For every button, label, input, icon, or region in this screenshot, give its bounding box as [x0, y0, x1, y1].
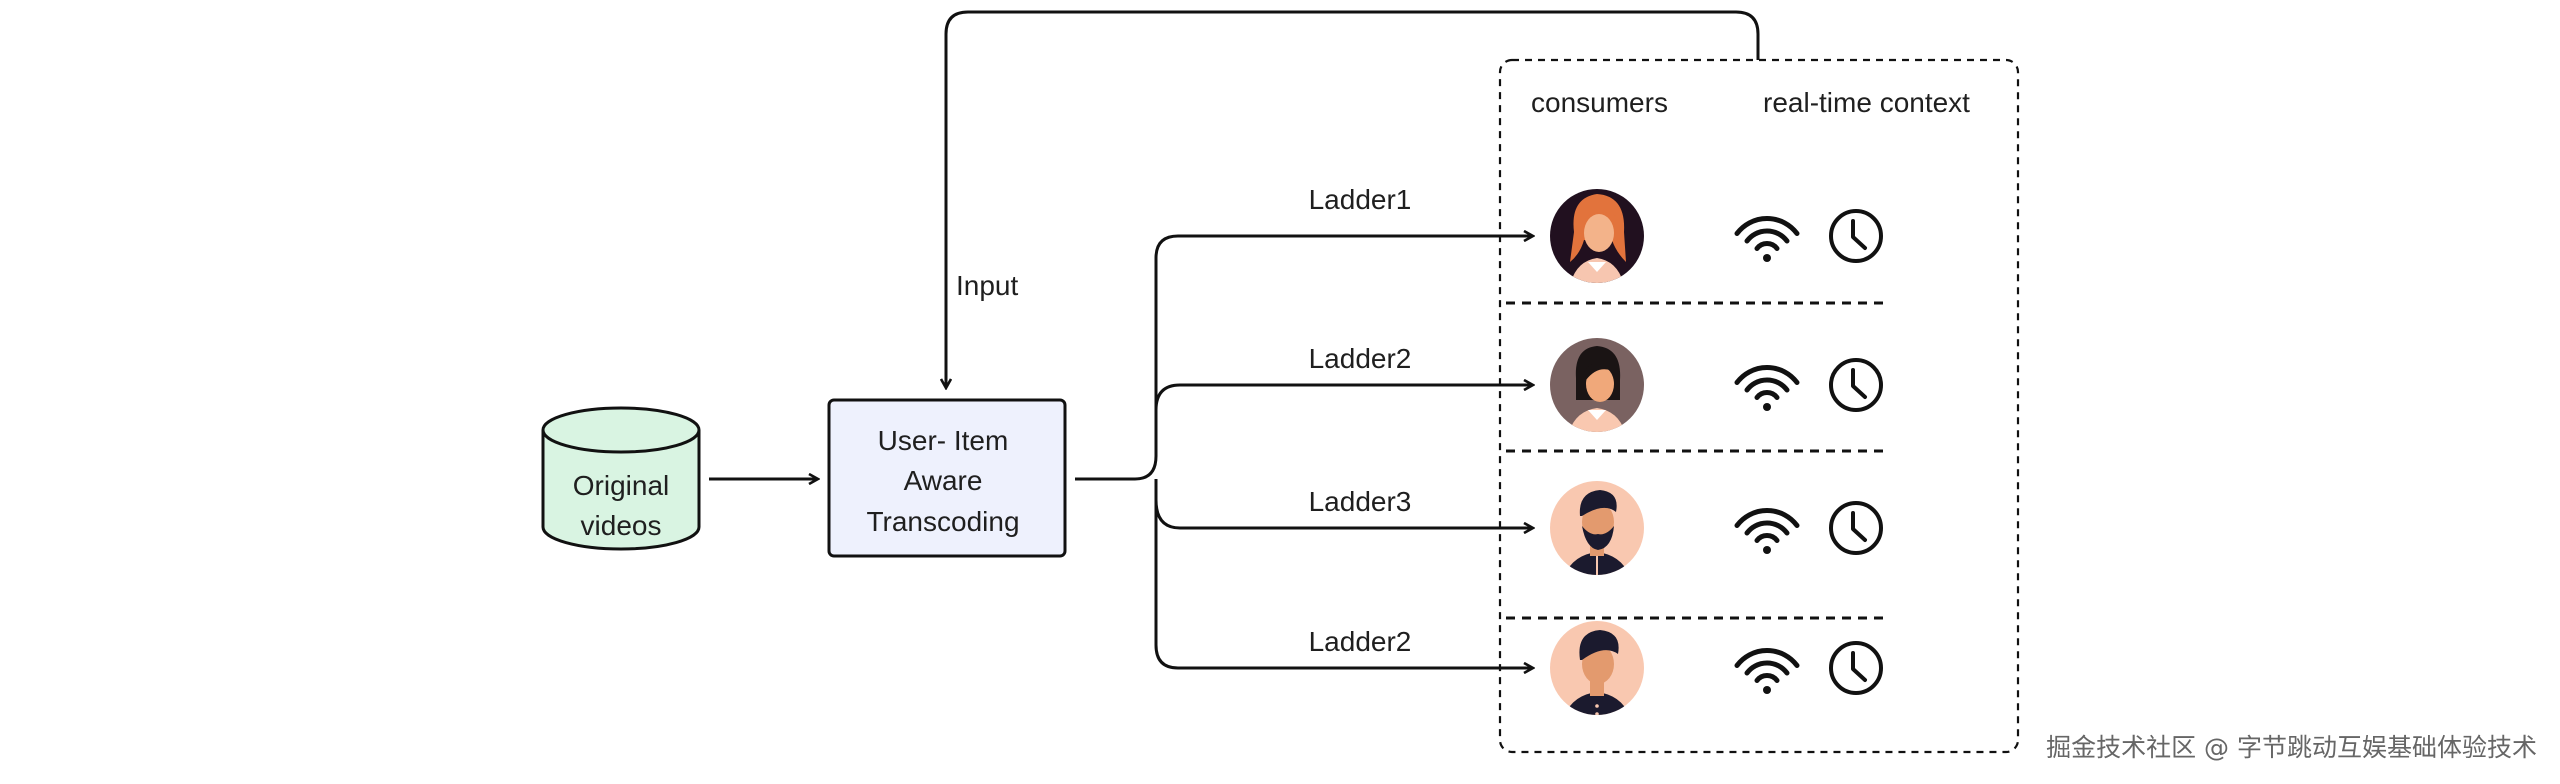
clock-icon: [1829, 641, 1883, 695]
watermark-text: 掘金技术社区 @ 字节跳动互娱基础体验技术: [2046, 733, 2537, 762]
ladder4-arrow: [1154, 479, 1533, 668]
wifi-icon: [1734, 216, 1800, 262]
feedback-input-arrow: [946, 10, 1760, 388]
ladder2-arrow: [1154, 385, 1533, 411]
ladder4-label: Ladder2: [1309, 626, 1412, 657]
consumers-column-header: consumers: [1531, 87, 1668, 118]
woman-dark-hair-avatar-icon: [1550, 338, 1644, 432]
ladder3-label: Ladder3: [1309, 486, 1412, 517]
context-column-header: real-time context: [1763, 87, 1970, 118]
ladder-branches: [1075, 236, 1533, 668]
wifi-icon: [1734, 648, 1800, 694]
man-beard-avatar-icon: [1550, 481, 1644, 575]
man-dark-hair-avatar-icon: [1550, 621, 1644, 715]
woman-ginger-avatar-icon: [1550, 189, 1644, 283]
transcoder-box: User- Item Aware Transcoding: [827, 398, 1067, 558]
transcoder-label-line3: Transcoding: [866, 506, 1019, 537]
ladder1-arrow: [1075, 236, 1533, 481]
clock-icon: [1829, 358, 1883, 412]
clock-icon: [1829, 209, 1883, 263]
wifi-icon: [1734, 365, 1800, 411]
transcoder-label-line1: User- Item: [878, 425, 1009, 456]
feedback-input-label: Input: [956, 270, 1018, 301]
ladder1-label: Ladder1: [1309, 184, 1412, 215]
transcoder-label-line2: Aware: [904, 465, 983, 496]
context-icons: [1734, 209, 1883, 695]
consumers-panel: consumers real-time context: [1498, 58, 2020, 754]
source-label-line2: videos: [581, 510, 662, 541]
ladder2-label: Ladder2: [1309, 343, 1412, 374]
clock-icon: [1829, 501, 1883, 555]
wifi-icon: [1734, 508, 1800, 554]
original-videos-cylinder: Original videos: [541, 406, 701, 551]
source-label-line1: Original: [573, 470, 669, 501]
